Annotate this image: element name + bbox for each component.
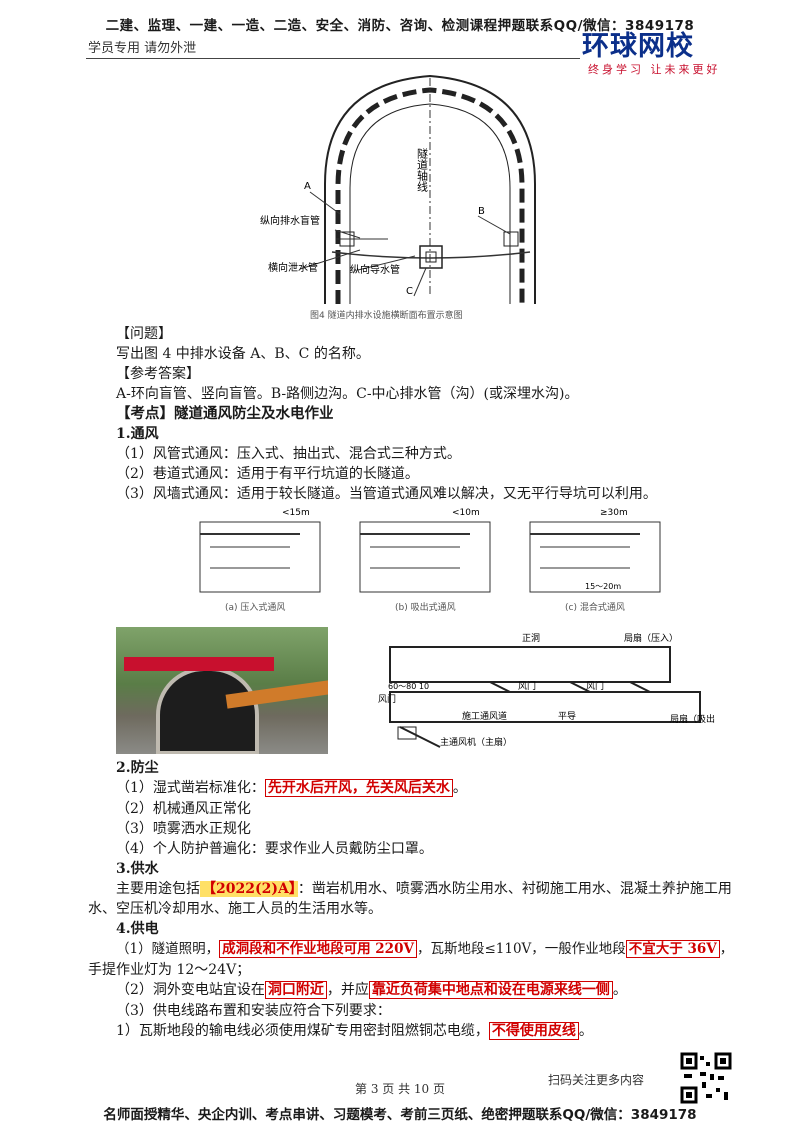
dust-item-1-highlight: 先开水后开风，先关风后关水 <box>264 779 453 797</box>
photo-banner <box>124 657 274 671</box>
scan-prompt: 扫码关注更多内容 <box>548 1073 645 1087</box>
plan-door-2: 风门 <box>518 680 536 692</box>
dust-item-3: （3）喷雾洒水正规化 <box>116 821 251 837</box>
power-item-1: （1）隧道照明，成洞段和不作业地段可用 220V，瓦斯地段≤110V，一般作业地… <box>116 939 733 959</box>
photo-tunnel-arch <box>156 667 259 754</box>
power-item-3: （3）供电线路布置和安装应符合下列要求： <box>116 1003 391 1019</box>
logo-slogan: 终身学习 让未来更好 <box>588 63 721 76</box>
power-item-2: （2）洞外变电站宜设在洞口附近，并应靠近负荷集中地点和设在电源来线一侧。 <box>116 980 627 1000</box>
header-divider <box>86 58 580 59</box>
kaodian-bracket: 【考点】 <box>116 405 174 422</box>
dust-item-1-prefix: （1）湿式凿岩标准化： <box>116 780 265 796</box>
dust-item-1: （1）湿式凿岩标准化：先开水后开风，先关风后关水。 <box>116 778 467 798</box>
diagram-b-caption: (b) 吸出式通风 <box>395 601 456 613</box>
question-text: 写出图 4 中排水设备 A、B、C 的名称。 <box>116 346 370 362</box>
tunnel-drainage-figure: A B C 纵向排水盲管 横向泄水管 纵向导水管 隧道轴线 图4 隧道内排水设施… <box>260 74 536 321</box>
label-longitudinal-pipe: 纵向排水盲管 <box>260 214 320 227</box>
power-item-4-highlight: 不得使用皮线 <box>488 1022 579 1040</box>
label-tunnel-axis: 隧道轴线 <box>416 147 429 192</box>
water-title: 3.供水 <box>116 861 159 877</box>
plan-main-fan: 主通风机（主扇） <box>440 736 512 748</box>
plan-parallel-heading: 平导 <box>558 711 576 722</box>
kaodian-heading: 【考点】隧道通风防尘及水电作业 <box>116 404 334 424</box>
power-item-1-highlight-2: 不宜大于 36V <box>625 940 720 958</box>
diagram-b-distance: <10m <box>452 508 480 518</box>
diagram-press-in: <15m (a) 压入式通风 <box>199 508 321 613</box>
figure4-caption: 图4 隧道内排水设施横断面布置示意图 <box>310 309 463 321</box>
ventilation-item-2: （2）巷道式通风：适用于有平行坑道的长隧道。 <box>116 466 419 482</box>
power-item-4: 1）瓦斯地段的输电线必须使用煤矿专用密封阻燃铜芯电缆，不得使用皮线。 <box>116 1021 593 1041</box>
footer-contact-line: 名师面授精华、央企内训、考点串讲、习题模考、考前三页纸、绝密押题联系QQ/微信：… <box>103 1107 697 1123</box>
power-item-1-c: ， <box>719 941 734 957</box>
diagram-c-distance: ≥30m <box>600 508 628 518</box>
plan-distance: 60～80 10 <box>388 682 429 691</box>
answer-heading: 【参考答案】 <box>116 366 200 382</box>
label-guide-pipe: 纵向导水管 <box>350 263 400 276</box>
tunnel-ventilation-plan: 正洞 局扇（压入） 局扇（吸出 风门 风门 风门 施工通风道 平导 主通风机（主… <box>378 632 715 748</box>
label-transverse-pipe: 横向泄水管 <box>268 261 318 274</box>
duct-ventilation-diagrams: <15m (a) 压入式通风 <10m (b) 吸出式通风 ≥30m 15～20… <box>199 508 661 613</box>
ventilation-item-3: （3）风墙式通风：适用于较长隧道。当管道式通风难以解决，又无平行导坑可以利用。 <box>116 486 657 502</box>
label-c: C <box>406 286 413 297</box>
tunnel-portal-photo <box>116 627 328 754</box>
power-item-2-a: （2）洞外变电站宜设在 <box>116 982 265 998</box>
brand-logo: 环球网校 终身学习 让未来更好 <box>582 24 732 77</box>
power-item-2-highlight-1: 洞口附近 <box>264 981 327 999</box>
power-item-1-a: （1）隧道照明， <box>116 941 220 957</box>
water-exam-tag: 【2022(2)A】 <box>200 881 298 897</box>
label-a: A <box>304 181 311 192</box>
power-title: 4.供电 <box>116 921 159 937</box>
power-item-4-a: 1）瓦斯地段的输电线必须使用煤矿专用密封阻燃铜芯电缆， <box>116 1023 489 1039</box>
power-item-2-b: ，并应 <box>326 982 369 998</box>
dust-title: 2.防尘 <box>116 760 159 776</box>
power-item-1-highlight-1: 成洞段和不作业地段可用 220V <box>219 940 417 958</box>
diagram-c-caption: (c) 混合式通风 <box>565 601 625 613</box>
power-item-1-line-2: 手提作业灯为 12～24V； <box>88 962 251 978</box>
kaodian-title: 隧道通风防尘及水电作业 <box>174 405 334 422</box>
question-heading: 【问题】 <box>116 326 172 342</box>
plan-door-1: 风门 <box>378 693 396 705</box>
power-item-2-highlight-2: 靠近负荷集中地点和设在电源来线一侧 <box>368 981 613 999</box>
header-contact-line: 二建、监理、一建、一造、二造、安全、消防、咨询、检测课程押题联系QQ/微信：38… <box>105 18 695 34</box>
diagram-mixed: ≥30m 15～20m (c) 混合式通风 <box>529 508 661 613</box>
answer-text: A-环向盲管、竖向盲管。B-路侧边沟。C-中心排水管（沟）(或深埋水沟)。 <box>116 386 579 402</box>
power-item-2-c: 。 <box>612 982 627 998</box>
diagram-c-distance-2: 15～20m <box>585 582 621 591</box>
plan-local-fan-press: 局扇（压入） <box>624 632 678 644</box>
diagram-suction: <10m (b) 吸出式通风 <box>359 508 491 613</box>
water-line-1-suffix: ：凿岩机用水、喷雾洒水防尘用水、衬砌施工用水、混凝土养护施工用 <box>297 881 732 897</box>
water-line-2: 水、空压机冷却用水、施工人员的生活用水等。 <box>88 901 382 917</box>
dust-item-1-suffix: 。 <box>452 780 467 796</box>
diagram-a-distance: <15m <box>282 508 310 518</box>
dust-item-4: （4）个人防护普遍化：要求作业人员戴防尘口罩。 <box>116 841 433 857</box>
water-line-1: 主要用途包括【2022(2)A】：凿岩机用水、喷雾洒水防尘用水、衬砌施工用水、混… <box>116 879 732 899</box>
label-b: B <box>478 206 485 217</box>
dust-item-2: （2）机械通风正常化 <box>116 801 251 817</box>
page-number: 第 3 页 共 10 页 <box>355 1082 445 1096</box>
ventilation-title: 1.通风 <box>116 426 159 442</box>
qr-code-icon[interactable] <box>680 1052 732 1104</box>
ventilation-item-1: （1）风管式通风：压入式、抽出式、混合式三种方式。 <box>116 446 461 462</box>
power-item-4-b: 。 <box>578 1023 593 1039</box>
plan-door-3: 风门 <box>586 680 604 692</box>
power-item-1-b: ，瓦斯地段≤110V，一般作业地段 <box>416 941 626 957</box>
diagram-a-caption: (a) 压入式通风 <box>225 601 285 613</box>
plan-main-tunnel: 正洞 <box>522 633 540 644</box>
plan-duct: 施工通风道 <box>462 710 507 722</box>
plan-local-fan-suction: 局扇（吸出 <box>670 713 715 725</box>
water-line-1-prefix: 主要用途包括 <box>116 881 200 897</box>
header-student-note: 学员专用 请勿外泄 <box>88 41 197 56</box>
logo-title: 环球网校 <box>582 31 694 62</box>
